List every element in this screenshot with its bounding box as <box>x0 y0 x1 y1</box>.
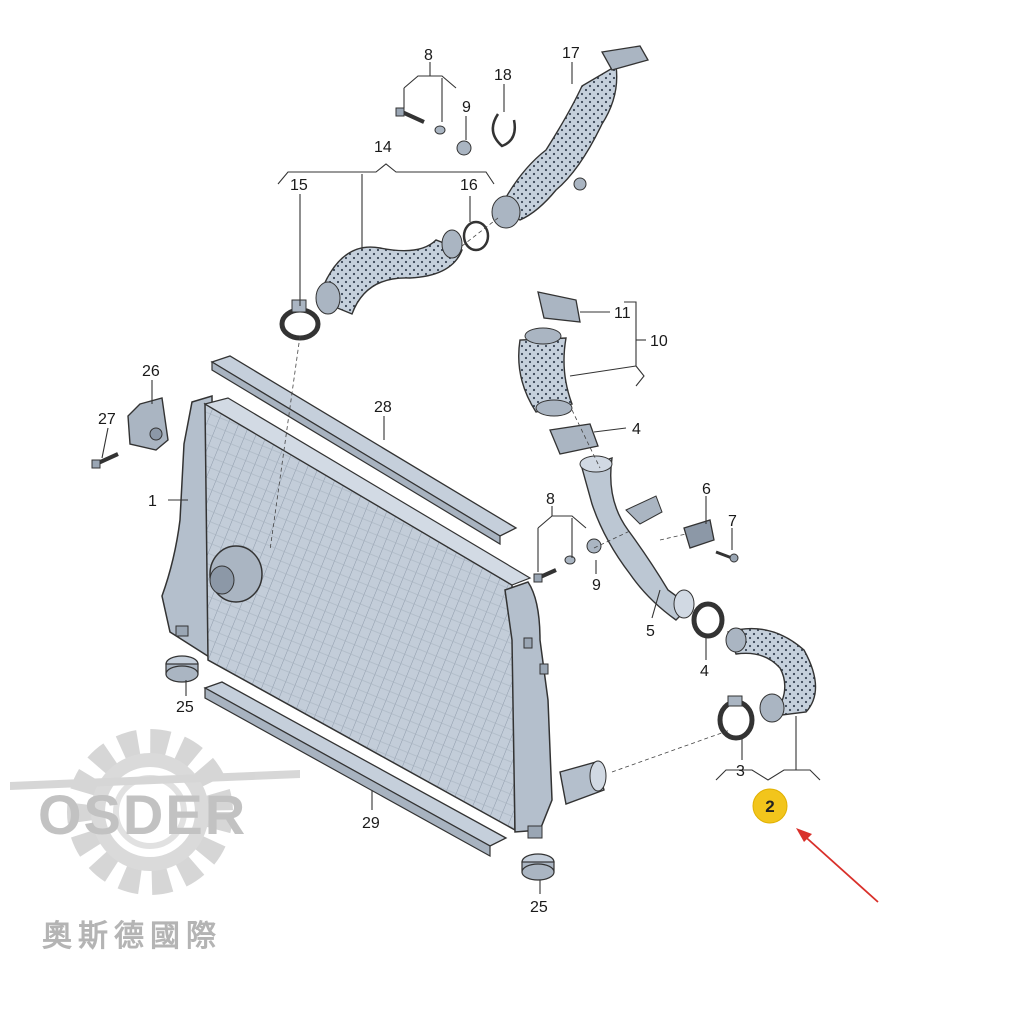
leader-lines <box>101 62 821 894</box>
intercooler <box>161 394 607 839</box>
watermark-subtitle: 奧斯德國際 <box>42 919 222 954</box>
clamp-11 <box>537 291 581 323</box>
callout-10: 10 <box>650 333 668 350</box>
callout-8-lower: 8 <box>546 491 555 508</box>
lower-seal-strip <box>203 681 508 858</box>
callout-labels: 1 3 4 4 5 6 7 8 8 9 9 10 11 14 15 16 17 … <box>98 45 745 916</box>
rubber-mount-lower <box>521 853 555 881</box>
gear-icon <box>67 729 233 895</box>
watermark-brand: OSDER <box>38 783 247 846</box>
callout-8-upper: 8 <box>424 47 433 64</box>
charge-pipe-17 <box>491 45 649 229</box>
callout-2: 2 <box>765 797 774 816</box>
small-hose-10 <box>518 327 573 417</box>
callout-5: 5 <box>646 623 655 640</box>
callout-1: 1 <box>148 493 157 510</box>
charge-hose-2 <box>725 627 817 723</box>
charge-hose-upper <box>315 229 463 315</box>
assembly-lines <box>269 217 731 773</box>
callout-3: 3 <box>736 763 745 780</box>
highlight-badge: 2 <box>752 788 788 824</box>
bolt-set-upper <box>395 107 472 156</box>
callout-15: 15 <box>290 177 308 194</box>
callout-4-upper: 4 <box>632 421 641 438</box>
bolt-27 <box>91 452 119 469</box>
callout-7: 7 <box>728 513 737 530</box>
callout-25-lower: 25 <box>530 899 548 916</box>
watermark-swoosh <box>10 770 300 790</box>
circlip-18 <box>491 113 516 148</box>
callout-14: 14 <box>374 139 392 156</box>
callout-6: 6 <box>702 481 711 498</box>
o-ring-16 <box>462 220 490 252</box>
callout-4-lower: 4 <box>700 663 709 680</box>
bolt-set-lower <box>533 538 602 583</box>
callout-9-upper: 9 <box>462 99 471 116</box>
mounting-bracket <box>127 397 169 451</box>
charge-pipe-5 <box>579 455 695 621</box>
callout-25-upper: 25 <box>176 699 194 716</box>
callout-17: 17 <box>562 45 580 62</box>
callout-29: 29 <box>362 815 380 832</box>
clamp-4-lower <box>691 601 725 639</box>
clamp-3 <box>717 695 755 741</box>
sensor-6 <box>683 519 715 549</box>
callout-18: 18 <box>494 67 512 84</box>
pointer-arrow <box>796 828 879 903</box>
callout-28: 28 <box>374 399 392 416</box>
callout-11: 11 <box>614 305 631 322</box>
rubber-mount-upper <box>165 655 199 683</box>
clamp-4-upper <box>549 423 599 455</box>
watermark: OSDER 奧斯德國際 <box>10 729 300 954</box>
callout-9-lower: 9 <box>592 577 601 594</box>
bolt-7 <box>715 550 739 563</box>
callout-27: 27 <box>98 411 116 428</box>
callout-16: 16 <box>460 177 478 194</box>
callout-26: 26 <box>142 363 160 380</box>
upper-seal-strip <box>210 355 518 546</box>
